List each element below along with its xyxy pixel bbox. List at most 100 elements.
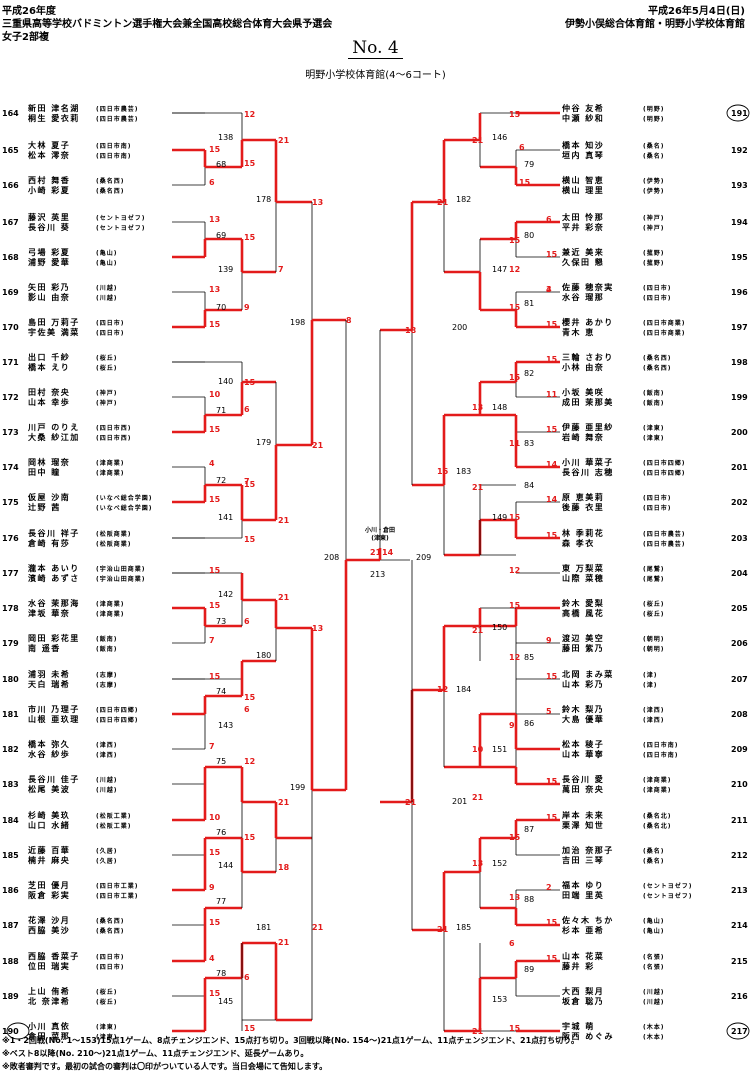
- score: 6: [509, 939, 515, 948]
- school-name: (菰野): [643, 259, 665, 267]
- player-name: 岡林 瑠奈: [28, 457, 70, 467]
- school-name: (四日市): [643, 294, 672, 302]
- player-name: 福本 ゆり: [561, 880, 604, 890]
- school-name: (朝明): [643, 635, 665, 643]
- school-name: (津東): [643, 424, 665, 432]
- match-number: 147: [492, 265, 507, 274]
- school-name: (亀山): [643, 917, 665, 925]
- score: 15: [209, 672, 221, 681]
- entry-number: 184: [2, 816, 19, 825]
- player-name: 太田 怜那: [561, 212, 604, 222]
- score: 12: [509, 653, 520, 662]
- school-name: (亀山): [96, 259, 118, 267]
- score: 15: [546, 425, 558, 434]
- player-name: 萬田 奈央: [562, 784, 604, 794]
- school-name: (桑名西): [96, 917, 125, 925]
- school-name: (木本): [643, 1023, 665, 1031]
- school-name: (宇治山田商業): [96, 575, 146, 583]
- score: 8: [346, 316, 352, 325]
- footnotes: ※1・2回戦(No. 1〜153)15点1ゲーム、8点チェンジエンド、15点打ち…: [2, 1034, 579, 1073]
- school-name: (津西): [643, 706, 665, 714]
- match-number: 89: [524, 965, 534, 974]
- school-name: (四日市南): [643, 751, 679, 759]
- school-name: (セントヨゼフ): [643, 882, 693, 890]
- score: 13: [472, 403, 483, 412]
- match-number: 143: [218, 721, 233, 730]
- score: 21: [405, 798, 417, 807]
- entry-number: 180: [2, 675, 19, 684]
- player-name: 西脇 香菜子: [28, 951, 80, 961]
- match-number: 71: [216, 406, 226, 415]
- score: 13: [509, 893, 520, 902]
- venue-label: 明野小学校体育館(4〜6コート): [305, 70, 446, 81]
- player-name: 林 季莉花: [562, 528, 604, 538]
- match-number: 146: [492, 133, 507, 142]
- school-name: (セントヨゼフ): [96, 224, 146, 232]
- player-name: 山根 亜玖理: [28, 714, 80, 724]
- referee-mark: [6, 1022, 30, 1040]
- match-number: 180: [256, 651, 271, 660]
- score: 15: [546, 672, 558, 681]
- score: 7: [209, 742, 215, 751]
- score: 13: [209, 285, 220, 294]
- entry-number: 213: [731, 886, 748, 895]
- entry-number: 187: [2, 921, 19, 930]
- match-number: 76: [216, 828, 226, 837]
- score: 21: [278, 516, 290, 525]
- player-name: 北 奈津希: [28, 996, 70, 1006]
- score: 12: [437, 685, 448, 694]
- score: 21: [278, 593, 290, 602]
- school-name: (四日市): [96, 953, 125, 961]
- school-name: (いなべ総合学園): [96, 504, 153, 512]
- player-name: 花澤 沙月: [28, 915, 70, 925]
- year-label: 平成26年度: [2, 6, 56, 17]
- entry-number: 205: [731, 604, 748, 613]
- score: 21: [472, 483, 484, 492]
- school-name: (明野): [643, 105, 665, 113]
- school-name: (名張): [643, 953, 665, 961]
- entry-number: 216: [731, 992, 748, 1001]
- school-name: (明野): [643, 115, 665, 123]
- score: 15: [209, 848, 221, 857]
- match-number: 77: [216, 897, 226, 906]
- score: 15: [546, 954, 558, 963]
- entry-number: 169: [2, 288, 19, 297]
- match-number: 86: [524, 719, 534, 728]
- entry-number: 199: [731, 393, 748, 402]
- score: 13: [209, 215, 220, 224]
- player-name: 東 万梨菜: [562, 563, 604, 573]
- player-name: 藤井 彩: [561, 961, 595, 971]
- player-name: 長谷川 祥子: [28, 528, 80, 538]
- school-name: (桑名): [643, 857, 665, 865]
- school-name: (川越): [96, 294, 118, 302]
- score: 12: [509, 566, 520, 575]
- bracket-lines: [172, 111, 560, 1033]
- score: 15: [209, 601, 221, 610]
- match-number: 198: [290, 318, 305, 327]
- player-name: 橋本 えり: [28, 362, 70, 372]
- score: 7: [244, 477, 250, 486]
- entry-number: 212: [731, 851, 748, 860]
- score: 4: [209, 954, 215, 963]
- entry-number: 191: [731, 109, 748, 118]
- school-name: (宇治山田商業): [96, 565, 146, 573]
- score: 15: [509, 110, 521, 119]
- score: 11: [509, 439, 521, 448]
- score: 12: [509, 265, 520, 274]
- school-name: (四日市西): [96, 434, 132, 442]
- player-name: 坂倉 聡乃: [562, 996, 604, 1006]
- school-name: (四日市南): [643, 741, 679, 749]
- entry-number: 208: [731, 710, 748, 719]
- match-number: 88: [524, 895, 534, 904]
- school-name: (飯南): [643, 389, 665, 397]
- player-name: 天白 瑞希: [28, 679, 70, 689]
- score: 6: [546, 215, 552, 224]
- score: 12: [244, 110, 255, 119]
- score: 14: [382, 548, 394, 557]
- score: 21: [437, 198, 449, 207]
- player-name: 上山 侑希: [28, 986, 70, 996]
- school-name: (亀山): [643, 927, 665, 935]
- school-name: (四日市南): [96, 142, 132, 150]
- score: 4: [546, 285, 552, 294]
- school-name: (川越): [96, 776, 118, 784]
